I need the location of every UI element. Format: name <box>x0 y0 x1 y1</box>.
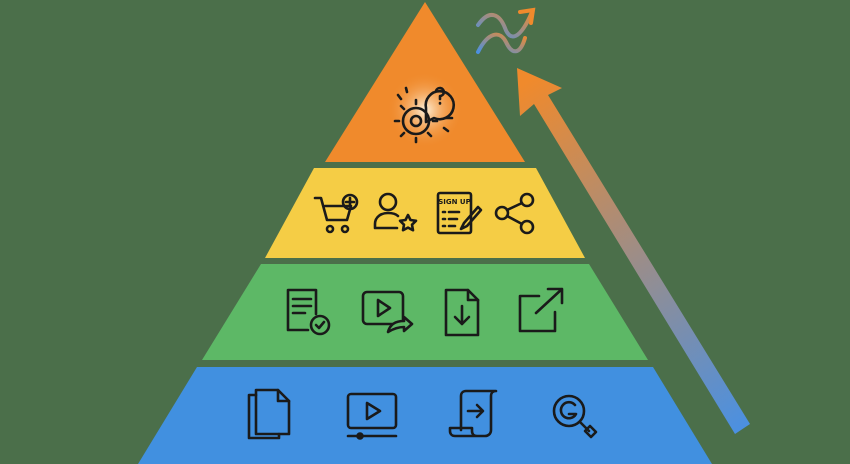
scroll-arrow-icon <box>448 389 498 438</box>
document-check-icon <box>286 288 331 336</box>
external-link-icon <box>518 287 564 333</box>
share-icon <box>494 192 535 235</box>
documents-icon <box>247 388 291 440</box>
pyramid-tier-base <box>138 367 712 464</box>
user-star-icon <box>373 192 418 232</box>
growth-arrow <box>517 68 750 434</box>
cart-add-icon <box>313 193 359 234</box>
file-download-icon <box>444 288 480 337</box>
signup-label: SIGN UP <box>438 198 471 206</box>
pyramid-tier-second <box>265 168 585 258</box>
google-search-icon <box>552 394 598 439</box>
signup-form-icon: SIGN UP <box>436 191 483 235</box>
pyramid-tier-third <box>202 264 648 360</box>
video-share-icon <box>361 290 414 334</box>
gear-question-icon <box>393 86 456 144</box>
trend-wave-icon <box>476 7 536 54</box>
video-player-icon <box>346 392 398 440</box>
